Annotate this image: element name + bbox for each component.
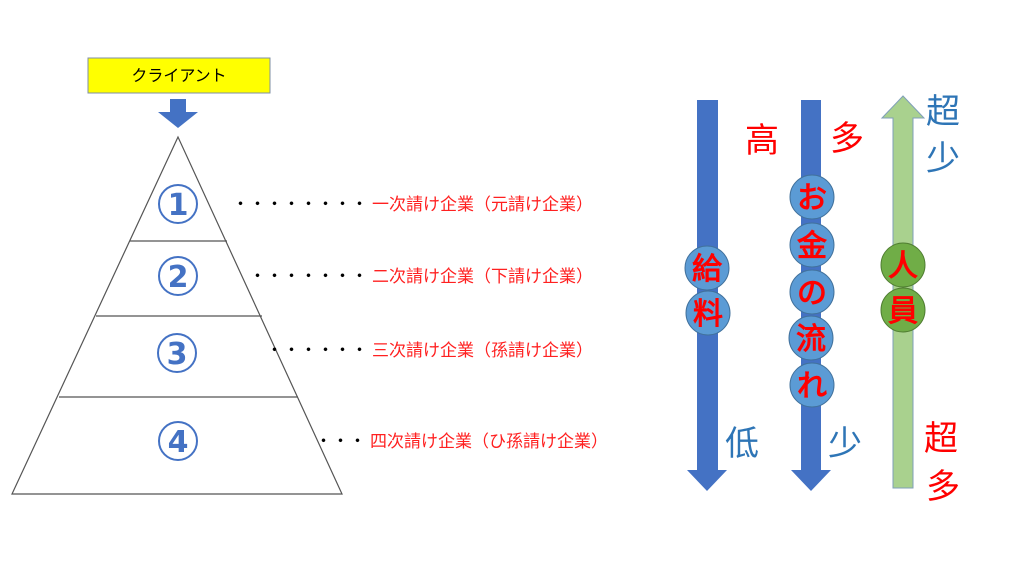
money-char: の: [797, 276, 827, 311]
tier-label: 二次請け企業（下請け企業）: [372, 267, 593, 287]
salary-high: 高: [745, 121, 779, 161]
tier-number: 4: [168, 425, 189, 460]
staff-bottom-2: 多: [926, 467, 960, 507]
leader-dots: ・・・・・・・・: [232, 195, 368, 215]
staff-char: 員: [888, 294, 918, 329]
leader-dots: ・・・・・・: [266, 341, 368, 361]
leader-dots: ・・・・・・・: [249, 267, 368, 287]
tier-number: 1: [168, 188, 189, 223]
salary-char: 給: [692, 252, 723, 287]
money-char: 金: [796, 229, 828, 264]
money-char: 流: [796, 322, 826, 357]
down-arrow-icon: [158, 99, 198, 128]
money-char: お: [797, 181, 827, 216]
tier-number: 2: [168, 260, 189, 295]
tier-2: 2 ・・・・・・・ 二次請け企業（下請け企業）: [158, 256, 593, 296]
money-few: 少: [828, 424, 862, 464]
staff-top-2: 少: [926, 139, 960, 179]
tier-4: 4 ・・・ 四次請け企業（ひ孫請け企業）: [158, 421, 608, 461]
tier-label: 一次請け企業（元請け企業）: [372, 195, 593, 215]
money-char: れ: [797, 369, 827, 404]
salary-char: 料: [693, 297, 723, 332]
salary-low: 低: [725, 424, 759, 464]
money-flow-arrow: 多 少 お 金 の 流 れ: [788, 100, 864, 491]
tier-number: 3: [167, 337, 188, 372]
tier-1: 1 ・・・・・・・・ 一次請け企業（元請け企業）: [158, 184, 593, 224]
staff-top-1: 超: [926, 92, 960, 132]
staff-arrow: 超 少 超 多 人 員: [880, 92, 960, 507]
tier-label: 三次請け企業（孫請け企業）: [372, 341, 593, 361]
money-many: 多: [830, 119, 864, 159]
client-box: クライアント: [87, 57, 271, 94]
salary-arrow: 高 低 給 料: [684, 100, 779, 491]
tier-label: 四次請け企業（ひ孫請け企業）: [370, 432, 608, 452]
client-label: クライアント: [131, 66, 226, 85]
leader-dots: ・・・: [315, 432, 366, 452]
tier-3: 3 ・・・・・・ 三次請け企業（孫請け企業）: [157, 333, 593, 373]
staff-char: 人: [888, 249, 918, 284]
staff-bottom-1: 超: [924, 419, 958, 459]
pyramid: [11, 135, 343, 495]
